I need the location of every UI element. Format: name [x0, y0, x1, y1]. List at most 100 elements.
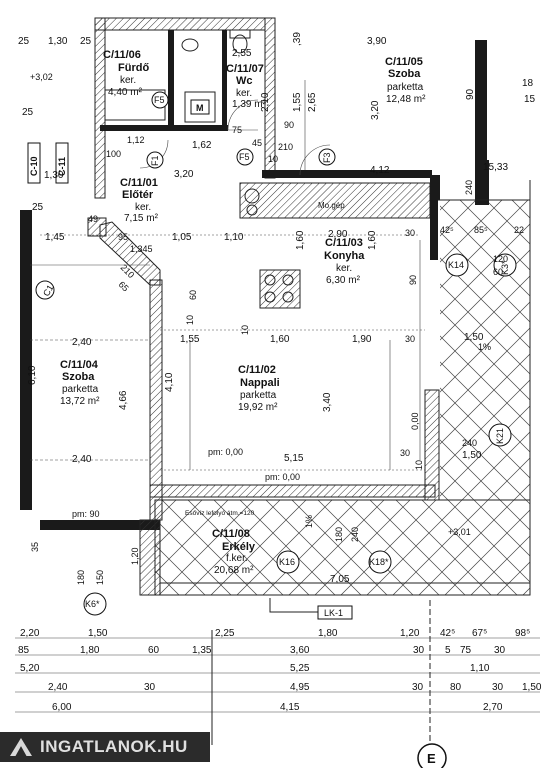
dimension-row-value: 67⁵: [472, 628, 487, 639]
appliance-label: Mo.gép: [318, 201, 345, 210]
svg-text:49: 49: [88, 214, 98, 224]
slope-label: 1%: [304, 515, 314, 528]
svg-text:F5: F5: [239, 152, 250, 162]
dimension-row-value: 30: [494, 645, 506, 656]
dimension-row-value: 5: [445, 645, 451, 656]
dimension-row-value: 1,10: [470, 663, 490, 674]
svg-text:18: 18: [522, 78, 534, 89]
svg-text:1,60: 1,60: [270, 334, 290, 345]
svg-text:35: 35: [30, 542, 40, 552]
marker-m: M: [190, 99, 210, 115]
interior-lines: [30, 29, 530, 613]
room-floor: f.ker.: [226, 553, 248, 564]
svg-text:15: 15: [524, 94, 536, 105]
dimension-row-value: 60: [148, 645, 160, 656]
dimension-row-value: 2,25: [215, 628, 235, 639]
dimension-row-value: 1,80: [318, 628, 338, 639]
dimension-row-value: 80: [450, 682, 462, 693]
svg-text:25: 25: [22, 107, 34, 118]
svg-text:240: 240: [350, 527, 360, 542]
level-label: +3,02: [30, 72, 53, 82]
svg-text:5,15: 5,15: [284, 453, 304, 464]
room-floor: ker.: [135, 202, 151, 213]
svg-text:,39: ,39: [292, 32, 303, 46]
terrace-floor: [440, 200, 530, 500]
marker-k21: K21: [488, 423, 512, 447]
svg-text:C-11: C-11: [57, 157, 67, 176]
svg-text:95: 95: [118, 232, 128, 242]
svg-text:K6*: K6*: [85, 599, 100, 609]
room-floor: ker.: [120, 75, 136, 86]
svg-text:25: 25: [32, 202, 44, 213]
room-name: Előtér: [122, 189, 154, 201]
dimension-row-value: 1,35: [192, 645, 212, 656]
svg-text:240: 240: [462, 438, 477, 448]
svg-text:C-10: C-10: [29, 156, 39, 176]
svg-text:30: 30: [400, 448, 410, 458]
room-floor: ker.: [236, 88, 252, 99]
svg-text:2,40: 2,40: [72, 454, 92, 465]
svg-text:22: 22: [514, 225, 524, 235]
room-labels: C/11/06 Fürdő ker. 4,40 m² C/11/07 Wc ke…: [60, 49, 426, 576]
grid-axis-marker: E: [417, 743, 447, 768]
room-floor: parketta: [387, 82, 424, 93]
room-name: Wc: [236, 75, 253, 87]
room-area: 7,15 m²: [124, 213, 159, 224]
room-id: C/11/05: [385, 56, 423, 68]
room-area: 12,48 m²: [386, 94, 426, 105]
svg-text:7,05: 7,05: [330, 574, 350, 585]
svg-text:150: 150: [95, 570, 105, 585]
marker-f3: F3: [318, 148, 336, 166]
svg-text:10: 10: [268, 154, 278, 164]
svg-text:25: 25: [80, 36, 92, 47]
svg-text:4,10: 4,10: [164, 372, 175, 392]
drain-note: Esővíz lefolyó átm.=120: [185, 510, 255, 517]
svg-text:1,55: 1,55: [292, 92, 303, 112]
svg-text:2,10: 2,10: [260, 92, 271, 112]
marker-f5: F5: [151, 91, 169, 109]
svg-text:42⁵: 42⁵: [440, 225, 454, 235]
svg-text:60: 60: [493, 267, 503, 277]
dimension-row-value: 1,50: [88, 628, 108, 639]
slope-label: 1%: [478, 342, 491, 352]
markers: C-10 C-11 K6* K14 K16 K18* K21 K3*: [27, 91, 517, 620]
svg-text:210: 210: [278, 142, 293, 152]
svg-text:4,12: 4,12: [370, 165, 390, 176]
section-marker-c10: C-10: [27, 142, 41, 184]
svg-text:C1: C1: [41, 283, 55, 298]
svg-text:3,40: 3,40: [322, 392, 333, 412]
marker-c1: C1: [35, 280, 55, 300]
room-area: 6,30 m²: [326, 275, 361, 286]
annotations: pm: 0,00 pm: 0,00 pm: 90 Esővíz lefolyó …: [30, 72, 491, 537]
svg-text:K3*: K3*: [500, 260, 510, 275]
svg-text:K21: K21: [495, 428, 505, 444]
svg-text:F5: F5: [154, 95, 165, 105]
svg-text:1,12: 1,12: [127, 135, 145, 145]
room-id: C/11/08: [212, 528, 250, 540]
svg-text:1,60: 1,60: [367, 230, 378, 250]
svg-text:10: 10: [185, 315, 195, 325]
svg-text:1,50: 1,50: [462, 450, 482, 461]
marker-k14: K14: [445, 253, 469, 277]
svg-text:6,10: 6,10: [27, 365, 38, 385]
svg-text:K14: K14: [448, 260, 464, 270]
dimension-row-value: 30: [492, 682, 504, 693]
svg-text:25: 25: [18, 36, 30, 47]
dimension-row-value: 2,20: [20, 628, 40, 639]
level-label: pm: 0,00: [208, 447, 243, 457]
marker-lk1: LK-1: [317, 605, 353, 620]
dimension-row-value: 85: [18, 645, 30, 656]
room-area: 19,92 m²: [238, 402, 278, 413]
dimension-row-value: 30: [144, 682, 156, 693]
svg-text:180: 180: [76, 570, 86, 585]
room-floor: ker.: [336, 263, 352, 274]
section-marker-c11: C-11: [55, 142, 69, 184]
dimension-row-value: 1,20: [400, 628, 420, 639]
svg-text:F3: F3: [322, 152, 332, 163]
svg-text:120: 120: [493, 254, 508, 264]
level-label: +3,01: [448, 527, 471, 537]
svg-text:3,20: 3,20: [370, 100, 381, 120]
dimension-row-value: 3,60: [290, 645, 310, 656]
marker-k6: K6*: [83, 592, 107, 616]
